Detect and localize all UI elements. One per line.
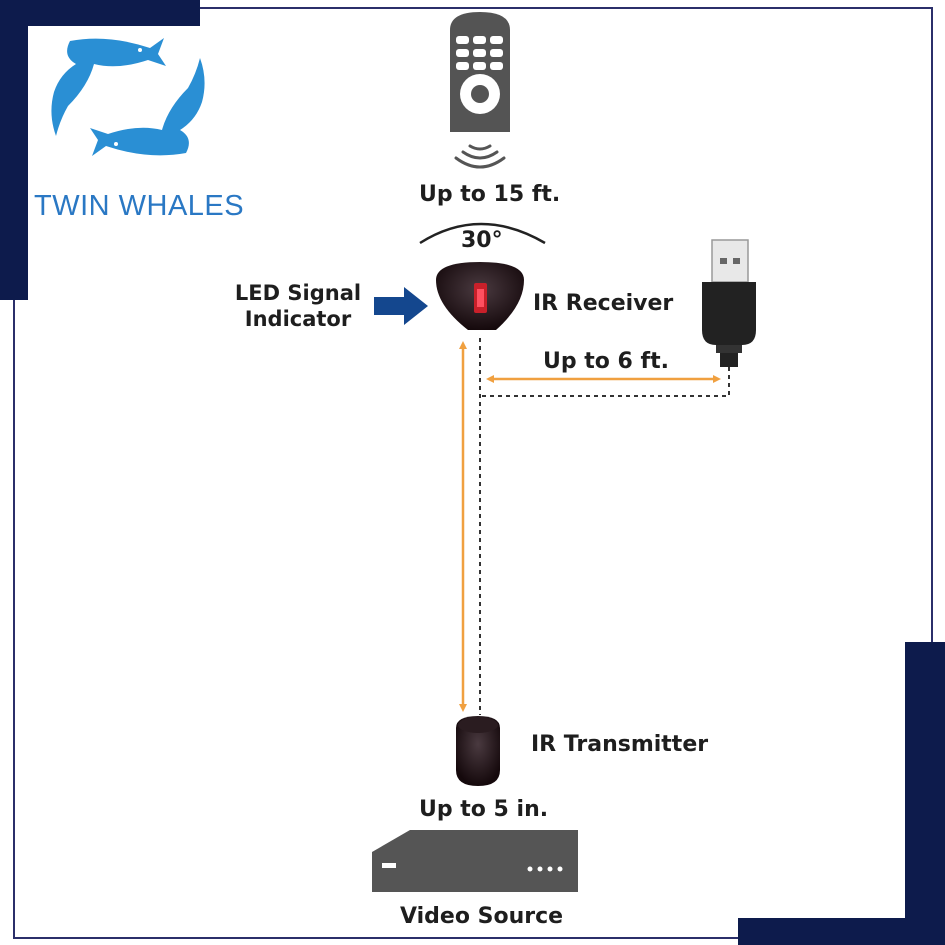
ir-transmitter-device: [456, 716, 500, 786]
video-source-box-icon: [372, 830, 578, 892]
ir-receiver-label: IR Receiver: [533, 291, 674, 316]
angle-label: 30°: [461, 228, 503, 253]
led-signal-label: LED Signal: [234, 281, 362, 305]
remote-range-label: Up to 15 ft.: [419, 182, 561, 207]
ir-transmitter-label: IR Transmitter: [531, 732, 709, 757]
indicator-label: Indicator: [244, 307, 352, 331]
video-source-label: Video Source: [400, 904, 564, 929]
usb-cable-line: [479, 338, 730, 715]
frame-corner-bottom-right: [905, 642, 945, 945]
ir-receiver-device: [436, 262, 524, 330]
transmitter-range-label: Up to 5 in.: [419, 797, 549, 822]
angle-arc: [419, 222, 546, 245]
frame-corner-top-left: [0, 0, 200, 26]
brand-name: TWIN WHALES: [34, 190, 245, 222]
usb-connector-icon: [702, 239, 756, 367]
remote-control-icon: [450, 12, 510, 132]
usb-range-label: Up to 6 ft.: [543, 349, 669, 374]
indicator-arrow-icon: [374, 287, 428, 325]
twin-whales-logo: [51, 38, 205, 156]
ir-signal-waves-icon: [454, 144, 506, 169]
